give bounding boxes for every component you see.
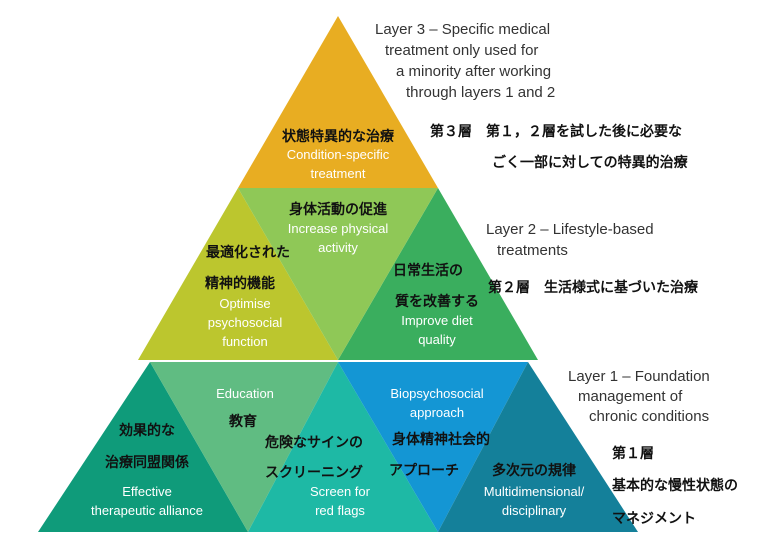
biopsychosocial-en-2: approach xyxy=(409,405,465,420)
layer3-en-1: Layer 3 – Specific medical xyxy=(375,21,551,38)
layer1-en-3: chronic conditions xyxy=(589,408,710,425)
layer1-jp-1: 第１層 xyxy=(612,446,654,462)
segment-education xyxy=(150,362,338,532)
condition-specific-en-2: treatment xyxy=(310,166,366,181)
psychosocial-en-2: psychosocial xyxy=(207,315,283,330)
segment-multidimensional xyxy=(438,362,638,532)
layer1-jp-2: 基本的な慢性状態の xyxy=(612,478,738,494)
segment-condition-specific xyxy=(238,16,438,188)
alliance-en-2: therapeutic alliance xyxy=(90,503,204,518)
layer1-en-2: management of xyxy=(578,388,683,405)
segment-physical-activity xyxy=(238,188,438,360)
layer2-jp-1: 第２層 生活様式に基づいた治療 xyxy=(488,280,698,296)
segment-red-flags xyxy=(248,362,438,532)
psychosocial-en-1: Optimise xyxy=(219,296,271,311)
layer1-en-1: Layer 1 – Foundation xyxy=(568,368,710,385)
red-flags-jp-2: スクリーニング xyxy=(265,465,363,481)
alliance-en-1: Effective xyxy=(122,484,172,499)
layer3-en-2: treatment only used for xyxy=(385,42,539,59)
biopsychosocial-en-1: Biopsychosocial xyxy=(390,386,484,401)
red-flags-jp-1: 危険なサインの xyxy=(265,435,363,451)
multidimensional-en-2: disciplinary xyxy=(501,503,567,518)
layer3-jp-2: ごく一部に対しての特異的治療 xyxy=(492,155,688,171)
alliance-jp-2: 治療同盟関係 xyxy=(105,455,189,471)
segment-biopsychosocial xyxy=(338,362,528,532)
segment-psychosocial xyxy=(138,188,338,360)
layer3-en-3: a minority after working xyxy=(396,63,552,80)
red-flags-en-2: red flags xyxy=(315,503,365,518)
education-en: Education xyxy=(216,386,274,401)
layer3-en-4: through layers 1 and 2 xyxy=(406,84,556,101)
diet-en-2: quality xyxy=(418,332,456,347)
education-jp: 教育 xyxy=(229,414,257,430)
physical-activity-en-1: Increase physical xyxy=(287,221,389,236)
segment-alliance xyxy=(38,362,248,532)
psychosocial-jp-1: 最適化された xyxy=(206,245,290,261)
physical-activity-en-2: activity xyxy=(318,240,358,255)
diet-en-1: Improve diet xyxy=(401,313,473,328)
psychosocial-jp-2: 精神的機能 xyxy=(205,276,275,292)
layer3-jp-1: 第３層 第１，２層を試した後に必要な xyxy=(430,124,682,140)
layer2-en-1: Layer 2 – Lifestyle-based xyxy=(486,221,654,238)
layer2-en-2: treatments xyxy=(497,242,568,259)
layer1-jp-3: マネジメント xyxy=(612,511,696,527)
psychosocial-en-3: function xyxy=(222,334,268,349)
red-flags-en-1: Screen for xyxy=(310,484,370,499)
condition-specific-en-1: Condition-specific xyxy=(286,147,390,162)
diet-jp-1: 日常生活の xyxy=(393,263,463,279)
multidimensional-jp: 多次元の規律 xyxy=(492,463,576,479)
condition-specific-jp: 状態特異的な治療 xyxy=(282,129,394,145)
biopsychosocial-jp-1: 身体精神社会的 xyxy=(392,432,490,448)
multidimensional-en-1: Multidimensional/ xyxy=(483,484,585,499)
diet-jp-2: 質を改善する xyxy=(395,294,479,310)
physical-activity-jp: 身体活動の促進 xyxy=(289,202,387,218)
segment-diet xyxy=(338,188,538,360)
alliance-jp-1: 効果的な xyxy=(119,423,175,439)
biopsychosocial-jp-2: アプローチ xyxy=(389,463,459,479)
